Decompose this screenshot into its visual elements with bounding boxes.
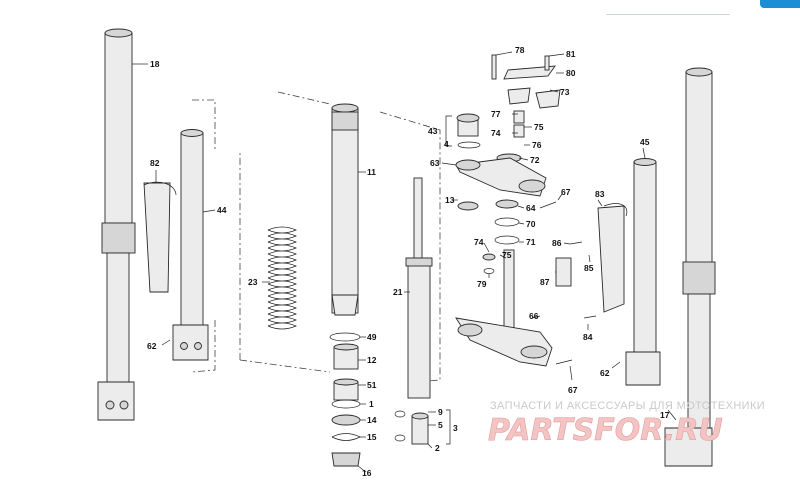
callout-label: 87 bbox=[540, 277, 550, 287]
fork-leg-right bbox=[664, 67, 716, 467]
callout-label: 74 bbox=[474, 237, 484, 247]
callout-label: 21 bbox=[393, 287, 403, 297]
damper-rod bbox=[405, 177, 433, 399]
callout-label: 62 bbox=[147, 341, 157, 351]
callout-label: 66 bbox=[529, 311, 539, 321]
callout-label: 67 bbox=[561, 187, 571, 197]
callout-label: 13 bbox=[445, 195, 455, 205]
leader-lines bbox=[132, 51, 677, 473]
callout-label: 83 bbox=[595, 189, 605, 199]
callout-label: 73 bbox=[560, 87, 570, 97]
callout-label: 75 bbox=[534, 122, 544, 132]
callout-label: 23 bbox=[248, 277, 258, 287]
bearing-washers bbox=[457, 199, 520, 274]
callout-label: 64 bbox=[526, 203, 536, 213]
callout-label: 78 bbox=[515, 45, 525, 55]
valve-group bbox=[394, 410, 429, 445]
callout-label: 74 bbox=[491, 128, 501, 138]
callout-label: 44 bbox=[217, 205, 227, 215]
callout-label: 17 bbox=[660, 410, 670, 420]
guide-frame-b bbox=[239, 91, 331, 373]
clamp-bolts bbox=[539, 201, 597, 365]
callout-label: 77 bbox=[491, 109, 501, 119]
callout-labels: 18 82 44 23 11 49 12 51 1 14 15 16 21 9 … bbox=[147, 45, 670, 478]
lower-triple-clamp bbox=[455, 249, 553, 367]
callout-label: 80 bbox=[566, 68, 576, 78]
callout-label: 15 bbox=[367, 432, 377, 442]
spring bbox=[267, 226, 297, 330]
guide-frame-a bbox=[191, 99, 216, 373]
callout-label: 81 bbox=[566, 49, 576, 59]
callout-label: 9 bbox=[438, 407, 443, 417]
callout-label: 18 bbox=[150, 59, 160, 69]
callout-label: 85 bbox=[584, 263, 594, 273]
callout-label: 5 bbox=[438, 420, 443, 430]
callout-label: 76 bbox=[532, 140, 542, 150]
watermark-subtitle: ЗАПЧАСТИ И АКСЕССУАРЫ ДЛЯ МОТОТЕХНИКИ bbox=[490, 400, 765, 412]
callout-label: 3 bbox=[453, 423, 458, 433]
callout-label: 49 bbox=[367, 332, 377, 342]
callout-label: 84 bbox=[583, 332, 593, 342]
outer-tube bbox=[331, 103, 359, 316]
callout-label: 75 bbox=[502, 250, 512, 260]
callout-label: 11 bbox=[367, 167, 376, 177]
corner-tab bbox=[760, 0, 800, 8]
callout-label: 86 bbox=[552, 238, 562, 248]
callout-label: 45 bbox=[640, 137, 650, 147]
callout-label: 82 bbox=[150, 158, 160, 168]
callout-label: 79 bbox=[477, 279, 487, 289]
callout-label: 43 bbox=[428, 126, 438, 136]
top-cap-assembly bbox=[456, 110, 525, 163]
fork-guard bbox=[555, 203, 628, 313]
callout-label: 67 bbox=[568, 385, 578, 395]
callout-label: 14 bbox=[367, 415, 377, 425]
callout-label: 71 bbox=[526, 237, 536, 247]
dust-cover bbox=[143, 181, 177, 293]
callout-label: 72 bbox=[530, 155, 540, 165]
callout-label: 4 bbox=[444, 139, 449, 149]
callout-label: 70 bbox=[526, 219, 536, 229]
callout-label: 12 bbox=[367, 355, 377, 365]
callout-label: 63 bbox=[430, 158, 440, 168]
inner-tube bbox=[172, 129, 209, 361]
fork-leg-left bbox=[97, 28, 136, 421]
header-rule bbox=[606, 14, 730, 15]
callout-label: 51 bbox=[367, 380, 377, 390]
watermark-logo: PARTSFOR.RU bbox=[488, 413, 723, 448]
callout-label: 16 bbox=[362, 468, 372, 478]
callout-label: 1 bbox=[369, 399, 374, 409]
callout-label: 2 bbox=[435, 443, 440, 453]
seal-stack bbox=[329, 332, 361, 467]
upper-triple-clamp bbox=[455, 157, 547, 197]
inner-tube-right bbox=[625, 158, 661, 386]
callout-label: 62 bbox=[600, 368, 610, 378]
handlebar-clamps bbox=[491, 54, 561, 109]
